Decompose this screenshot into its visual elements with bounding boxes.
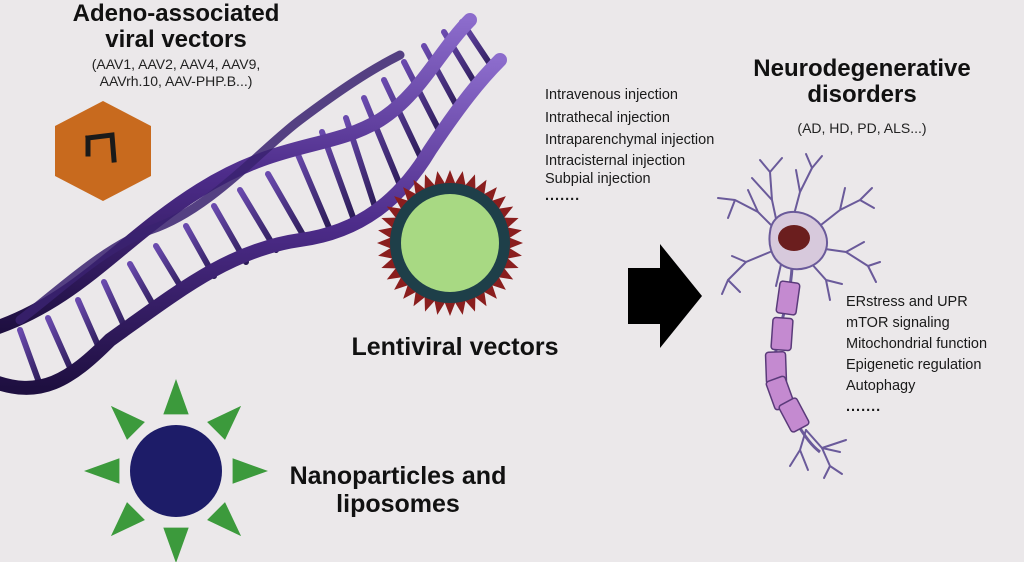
nanoparticle-spike [207,405,242,440]
disorders-subtitle: (AD, HD, PD, ALS...) [797,120,927,136]
dna-base-pair [101,279,129,333]
nanoparticle-spike [232,458,268,484]
lentivirus-icon [377,170,523,316]
dna-base-pair [421,43,463,115]
mechanism-item: ERstress and UPR [846,294,968,310]
dna-strand-a [0,13,477,334]
route-item: Intracisternal injection [545,152,686,169]
nanoparticle-spike [110,405,145,440]
aav-title-line2: viral vectors [105,26,247,53]
nanoparticle-spike [84,458,120,484]
route-item: Intraparenchymal injection [545,132,715,148]
nanoparticles-label: Nanoparticles and liposomes [268,462,528,518]
mechanisms-list: ERstress and UPR mTOR signaling Mitochon… [846,292,987,418]
dna-base-pair [75,297,103,353]
nanoparticles-label-line2: liposomes [336,490,460,518]
dna-base-pair [293,147,333,233]
dna-helix [0,13,507,395]
nanoparticle-spike [110,502,145,537]
nanoparticle-spike [163,379,189,415]
dna-base-pair [381,77,425,163]
neuron-icon [717,153,881,479]
dna-base-pair [17,327,43,388]
disorders-title-line2: disorders [807,81,917,108]
mechanism-item: Autophagy [846,378,916,394]
route-item: ....... [545,187,581,204]
lentiviral-label: Lentiviral vectors [351,333,559,361]
disorders-title: Neurodegenerative disorders [722,56,1002,108]
mechanism-item: mTOR signaling [846,315,950,331]
aav-subtitle-line1: (AAV1, AAV2, AAV4, AAV9, [91,56,261,72]
nanoparticle-spike [163,527,189,562]
route-item: Intrathecal injection [545,109,670,126]
mechanism-item: Mitochondrial function [846,336,988,352]
dna-strand-c [15,50,405,325]
aav-title-line1: Adeno-associated [72,0,280,27]
nanoparticles-label-line1: Nanoparticles and [289,462,507,490]
aav-serotypes: (AAV1, AAV2, AAV4, AAV9, AAVrh.10, AAV-P… [36,56,316,90]
disorders-title-line1: Neurodegenerative [753,55,971,82]
route-item: Subpial injection [545,171,651,187]
dna-base-pair [45,315,75,375]
mechanism-item: Epigenetic regulation [846,357,982,373]
nanoparticle-spike [207,502,242,537]
aav-title: Adeno-associated viral vectors [36,1,316,53]
dna-base-pair [361,95,405,193]
dna-strand-b [0,53,507,395]
nanoparticle-icon [84,379,268,562]
aav-subtitle-line2: AAVrh.10, AAV-PHP.B...) [99,73,253,89]
dna-base-pair [401,59,445,139]
aav-capsid-icon [55,101,151,201]
dna-base-pair [265,171,309,243]
route-item: Intravenous injection [545,87,678,103]
arrow-icon [628,244,702,348]
mechanism-item: ....... [846,399,882,415]
delivery-routes-list: Intravenous injection Intrathecal inject… [545,84,714,207]
